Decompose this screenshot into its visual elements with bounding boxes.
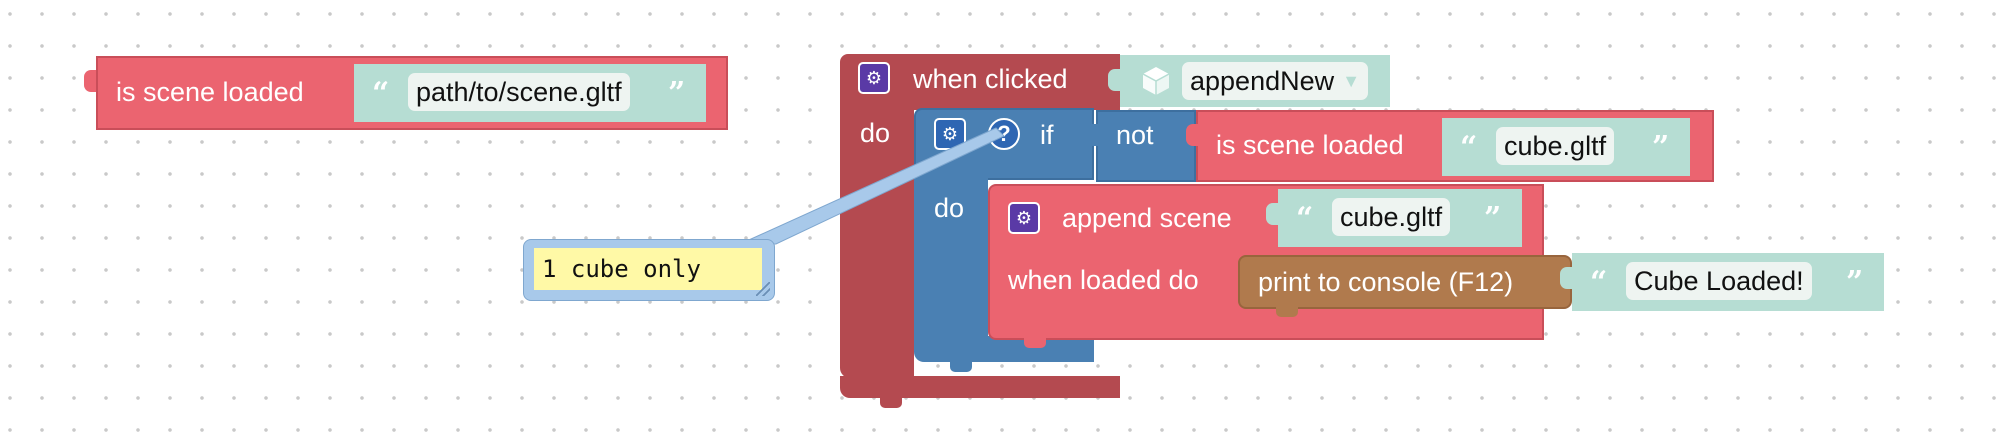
output-connector [1086, 124, 1098, 146]
is-scene-loaded-block-floating[interactable]: is scene loaded “ path/to/scene.gltf ” [84, 56, 728, 130]
output-connector [1108, 69, 1120, 91]
dropdown-value: appendNew [1190, 66, 1335, 96]
resize-handle-icon[interactable] [756, 282, 770, 296]
event-block-spine [840, 108, 914, 378]
gear-icon[interactable]: ⚙ [858, 62, 890, 94]
event-do-label: do [860, 118, 891, 148]
text-field[interactable]: Cube Loaded! [1626, 262, 1812, 300]
is-scene-loaded-block[interactable]: is scene loaded “ cube.gltf ” [1186, 110, 1714, 182]
if-label: if [1040, 120, 1054, 150]
text-field[interactable]: path/to/scene.gltf [408, 73, 630, 111]
if-block-spine [914, 178, 988, 338]
output-connector [1266, 203, 1278, 225]
event-label: when clicked [913, 64, 1068, 94]
quote-open-icon: “ [1460, 130, 1478, 165]
quote-close-icon: ” [668, 76, 686, 111]
target-dropdown[interactable]: appendNew ▼ [1182, 62, 1369, 100]
chevron-down-icon: ▼ [1342, 71, 1361, 91]
condition-label: is scene loaded [1216, 130, 1404, 160]
quote-open-icon: “ [1590, 265, 1608, 300]
not-label: not [1116, 120, 1154, 150]
text-literal-block[interactable]: “ cube.gltf ” [1266, 189, 1522, 247]
cube-icon [1140, 65, 1172, 97]
next-connector [950, 362, 972, 372]
output-connector [84, 70, 96, 92]
quote-open-icon: “ [1296, 201, 1314, 236]
text-literal-block[interactable]: “ Cube Loaded! ” [1560, 253, 1884, 311]
text-field[interactable]: cube.gltf [1332, 198, 1451, 236]
comment-bubble[interactable]: 1 cube only [523, 239, 775, 301]
when-loaded-do-label: when loaded do [1008, 265, 1199, 295]
append-scene-label: append scene [1062, 203, 1232, 233]
gear-icon[interactable]: ⚙ [934, 118, 966, 150]
comment-text[interactable]: 1 cube only [534, 248, 762, 290]
quote-open-icon: “ [372, 76, 390, 111]
next-connector [880, 398, 902, 408]
not-block[interactable]: not [1086, 110, 1196, 182]
text-field[interactable]: cube.gltf [1496, 127, 1615, 165]
output-connector [1560, 267, 1572, 289]
print-to-console-block[interactable]: print to console (F12) [1238, 255, 1572, 317]
append-scene-block-footer [988, 322, 1544, 340]
print-label: print to console (F12) [1258, 267, 1514, 297]
next-connector [1276, 307, 1298, 317]
target-selector-block[interactable]: appendNew ▼ [1108, 55, 1390, 107]
if-block-footer [914, 336, 1094, 362]
next-connector [1024, 338, 1046, 348]
quote-close-icon: ” [1652, 130, 1670, 165]
if-do-label: do [934, 193, 965, 223]
text-literal-block[interactable]: “ cube.gltf ” [1442, 118, 1690, 176]
quote-close-icon: ” [1846, 265, 1864, 300]
gear-icon[interactable]: ⚙ [1008, 202, 1040, 234]
output-connector [1186, 124, 1198, 146]
block-label: is scene loaded [116, 77, 304, 107]
quote-close-icon: ” [1484, 201, 1502, 236]
event-block-footer [840, 376, 1120, 398]
text-literal-block[interactable]: “ path/to/scene.gltf ” [354, 64, 706, 122]
